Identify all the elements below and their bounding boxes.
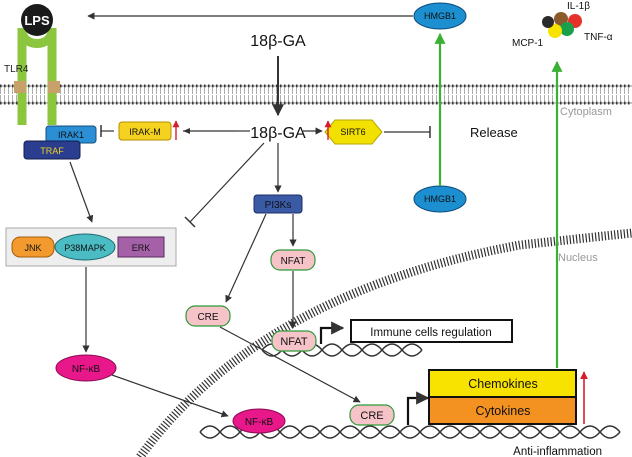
irak1-label: IRAK1 [58,130,84,140]
cre-dna-box [349,404,395,426]
cre-left-label: CRE [197,312,218,323]
traf-label: TRAF [40,146,64,156]
nfat-top-box [270,249,316,271]
nfkb-dna-ellipse [232,408,286,434]
cytokine-cluster [542,12,582,38]
p38mapk-label: P38MAPK [64,243,106,253]
cre-dna-label: CRE [360,410,383,422]
traf-to-mapk-arrow [69,161,94,223]
sirt6-hexagon [324,119,383,145]
irakm-box [118,121,172,141]
pi3ks-to-cre-arrow [225,213,267,303]
inflammation-transcription-arrow [406,391,430,425]
immune-regulation-box [350,319,513,343]
anti-inflammation-label: Anti-inflammation [513,446,602,457]
ga-inhibit-mapk [189,142,265,223]
pi3ks-label: PI3Ks [265,200,292,211]
p38mapk-ellipse [54,233,116,261]
nfat-top-label: NFAT [281,256,306,267]
pi3ks-box [253,194,303,214]
cytokines-label: Cytokines [476,404,531,418]
hmgb1-top-label: HMGB1 [424,11,456,21]
nfkb-dna-label: NF-κB [245,417,274,428]
nfat-transcription-arrow [319,321,345,344]
cell-membrane [0,84,632,105]
tnfa-label: TNF-α [584,32,613,43]
cre-to-dna-arrow [219,326,361,403]
cytokines-box [428,396,577,425]
jnk-box [11,236,55,258]
tlr4-receptor [14,28,60,125]
nfat-dna-box [271,330,317,352]
cytoplasm-label: Cytoplasm [560,106,612,118]
erk-label: ERK [132,243,151,253]
mcp1-label: MCP-1 [512,38,544,49]
lps-label: LPS [24,13,50,28]
hmgb1-mid-label: HMGB1 [424,194,456,204]
sirt6-label: SIRT6 [340,127,365,137]
ga-label-mid: 18β-GA [250,125,306,142]
nucleus-label: Nucleus [558,252,598,264]
nfkb-ellipse [55,354,117,382]
chemokines-label: Chemokines [468,377,537,391]
nfkb-to-dna-arrow [111,374,229,418]
immune-regulation-label: Immune cells regulation [370,327,491,339]
nfkb-label: NF-κB [72,364,101,375]
ga-label-top: 18β-GA [250,33,306,50]
traf-box [23,140,81,160]
il1b-label: IL-1β [567,1,590,12]
irakm-label: IRAK-M [129,127,161,137]
tlr4-label: TLR4 [4,64,29,75]
erk-box [117,236,165,258]
chemokines-box [428,369,577,398]
cre-left-box [185,305,231,327]
lps-molecule [21,4,53,36]
hmgb1-extracellular [413,2,467,30]
nfat-dna-label: NFAT [280,336,308,348]
jnk-label: JNK [24,243,41,253]
release-label: Release [470,125,518,140]
